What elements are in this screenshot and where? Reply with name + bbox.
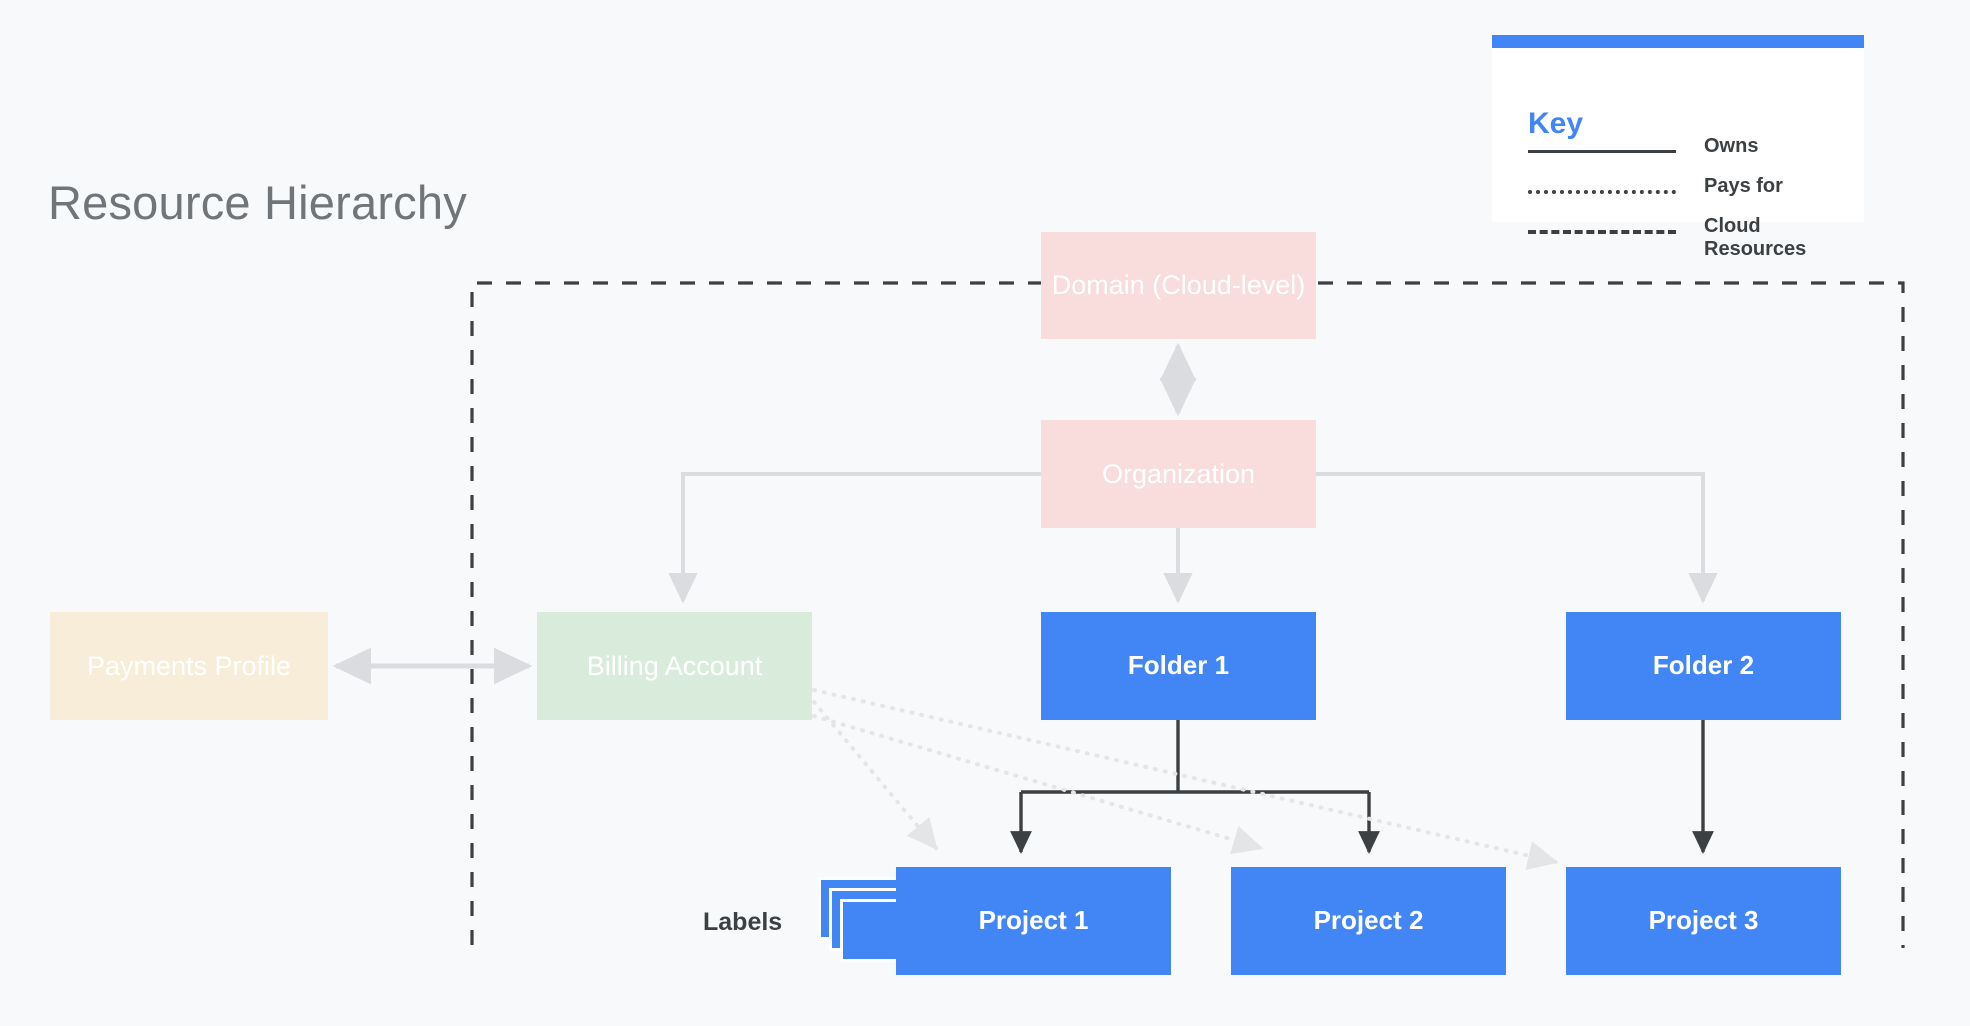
edge-folder1-bus xyxy=(1021,720,1369,794)
edge-organization-folder-2 xyxy=(1316,472,1718,604)
key-row-owns: Owns xyxy=(1528,135,1854,161)
node-billing-account[interactable]: Billing Account xyxy=(537,612,812,720)
node-project-2[interactable]: Project 2 xyxy=(1231,867,1506,975)
labels-caption: Labels xyxy=(703,908,783,936)
node-project-3[interactable]: Project 3 xyxy=(1566,867,1841,975)
page-title: Resource Hierarchy xyxy=(48,176,467,229)
node-folder-2[interactable]: Folder 2 xyxy=(1566,612,1841,720)
edge-organization-billing-account xyxy=(668,472,1041,604)
dotted-line-icon xyxy=(1528,181,1676,201)
node-project-1[interactable]: Project 1 xyxy=(896,867,1171,975)
node-payments-profile[interactable]: Payments Profile xyxy=(50,612,328,720)
key-legend-card: Key Owns Pays for Cloud Resources xyxy=(1492,35,1864,260)
edge-billing-pays-project-1 xyxy=(812,700,938,851)
solid-line-icon xyxy=(1528,141,1676,161)
node-domain[interactable]: Domain (Cloud-level) xyxy=(1041,232,1316,339)
key-label-cloud-resources: Cloud Resources xyxy=(1704,215,1807,260)
key-row-cloud-resources: Cloud Resources xyxy=(1528,215,1854,261)
edge-billing-pays-project-2 xyxy=(812,714,1264,855)
node-folder-1[interactable]: Folder 1 xyxy=(1041,612,1316,720)
key-title: Key xyxy=(1528,107,1584,140)
key-label-owns: Owns xyxy=(1704,135,1759,157)
edge-billing-pays-project-3 xyxy=(812,688,1559,870)
key-row-pays-for: Pays for xyxy=(1528,175,1854,201)
key-accent-bar xyxy=(1492,35,1864,48)
dashed-line-icon xyxy=(1528,221,1676,241)
key-label-pays-for: Pays for xyxy=(1704,175,1783,197)
node-organization[interactable]: Organization xyxy=(1041,420,1316,528)
